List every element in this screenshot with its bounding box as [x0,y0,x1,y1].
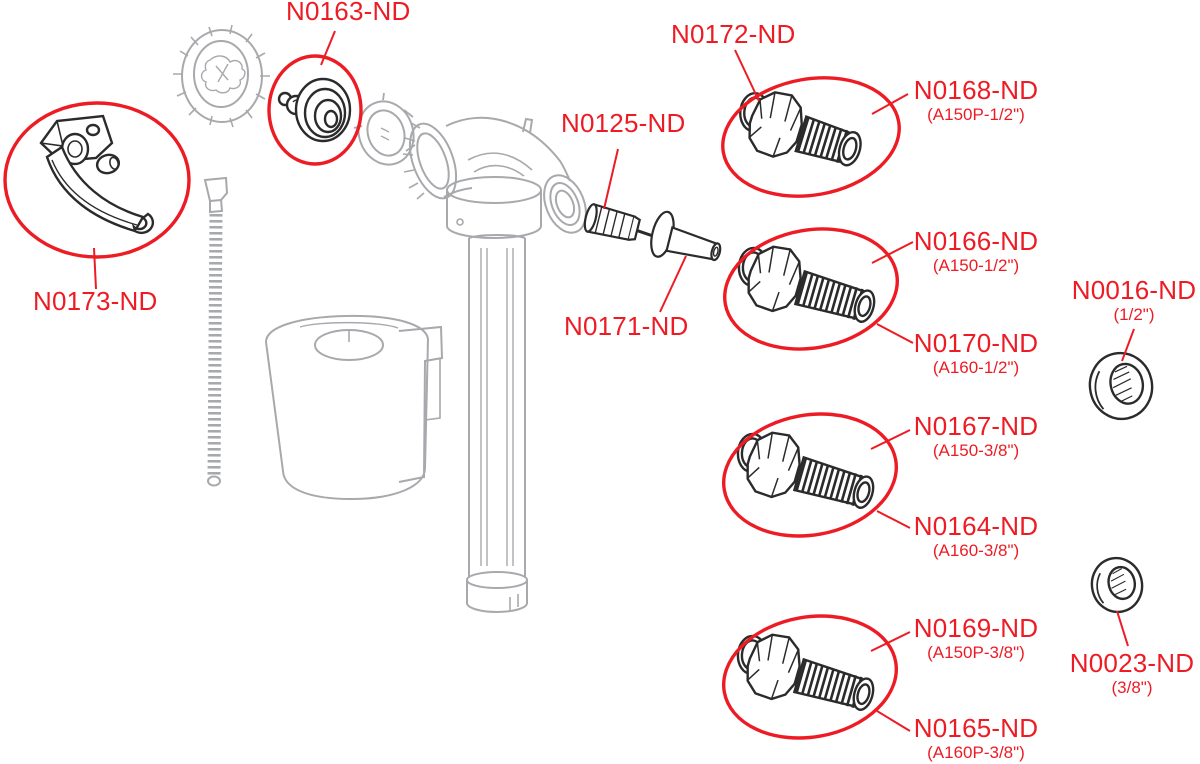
part-code: N0167-ND [913,411,1039,441]
callout-line-n0167 [870,429,911,450]
callout-line-n0164 [876,510,911,529]
label-n0173: N0173-ND [33,286,158,316]
adjustment-rod-part [203,176,229,487]
label-n0171: N0171-ND [564,311,689,341]
circle-float-lever [3,101,191,259]
label-n0167: N0167-ND (A150-3/8") [905,411,1047,460]
circle-fitting-a150-half-inch [723,227,899,351]
inlet-sleeve-part [650,210,722,262]
adjustment-wheel-part [173,24,270,128]
callout-line-n0170 [876,323,914,344]
callout-line-n0166 [871,241,914,264]
circle-diaphragm [267,54,363,166]
part-model: (A160P-3/8") [927,742,1025,762]
part-model: (1/2") [1113,304,1155,324]
part-model: (A150P-3/8") [927,642,1025,662]
part-model: (A150P-1/2") [927,104,1025,124]
part-model: (A150-1/2") [932,255,1020,275]
label-n0166: N0166-ND (A150-1/2") [905,226,1047,275]
part-code: N0170-ND [913,328,1039,358]
label-n0165: N0165-ND (A160P-3/8") [905,713,1047,762]
callout-line-n0171 [659,255,687,313]
label-n0169: N0169-ND (A150P-3/8") [905,613,1047,662]
float-lever-part [39,114,155,234]
callout-line-n0165 [876,710,911,732]
label-n0163: N0163-ND [286,0,410,26]
part-code: N0125-ND [561,108,686,138]
part-code: N0165-ND [913,713,1039,743]
callout-line-n0125 [603,148,619,210]
part-code: N0164-ND [913,511,1039,541]
part-code: N0016-ND [1071,275,1197,305]
callout-line-n0173 [93,247,97,290]
circle-fitting-a150p-three-eighth [721,614,899,740]
callout-line-n0169 [870,631,911,652]
callout-line-n0016 [1121,328,1135,362]
callout-line-n0023 [1116,610,1129,647]
part-model: (A160-3/8") [932,540,1020,560]
part-code: N0163-ND [286,0,411,26]
part-code: N0169-ND [913,613,1039,643]
part-code: N0166-ND [913,226,1039,256]
label-n0164: N0164-ND (A160-3/8") [905,511,1047,560]
diaphragm-part [277,77,352,143]
fitting-a150p-half-inch-part [727,81,870,180]
nut-half-inch-part [1088,351,1154,421]
circle-fitting-a150-three-eighth [721,412,899,538]
label-n0023: N0023-ND (3/8") [1062,648,1200,697]
circle-fitting-a150p-half-inch [721,76,901,198]
label-n0168: N0168-ND (A150P-1/2") [905,75,1047,124]
float-cup-part [264,314,444,501]
callout-line-n0163 [320,30,336,66]
label-n0172: N0172-ND [671,19,796,49]
callout-line-n0168 [871,93,909,115]
part-model: (A150-3/8") [932,440,1020,460]
part-model: (A160-1/2") [932,357,1020,377]
label-n0170: N0170-ND (A160-1/2") [905,328,1047,377]
valve-body-part [402,116,587,613]
label-n0016: N0016-ND (1/2") [1064,275,1200,324]
part-code: N0173-ND [33,286,158,316]
part-code: N0023-ND [1069,648,1195,678]
part-code: N0171-ND [564,311,689,341]
nut-three-eighth-part [1090,556,1144,614]
valve-stem-part [583,202,661,242]
label-n0125: N0125-ND [561,108,686,138]
callout-line-n0172 [734,49,760,102]
part-model: (3/8") [1111,677,1153,697]
part-code: N0172-ND [671,19,796,49]
part-code: N0168-ND [913,75,1039,105]
